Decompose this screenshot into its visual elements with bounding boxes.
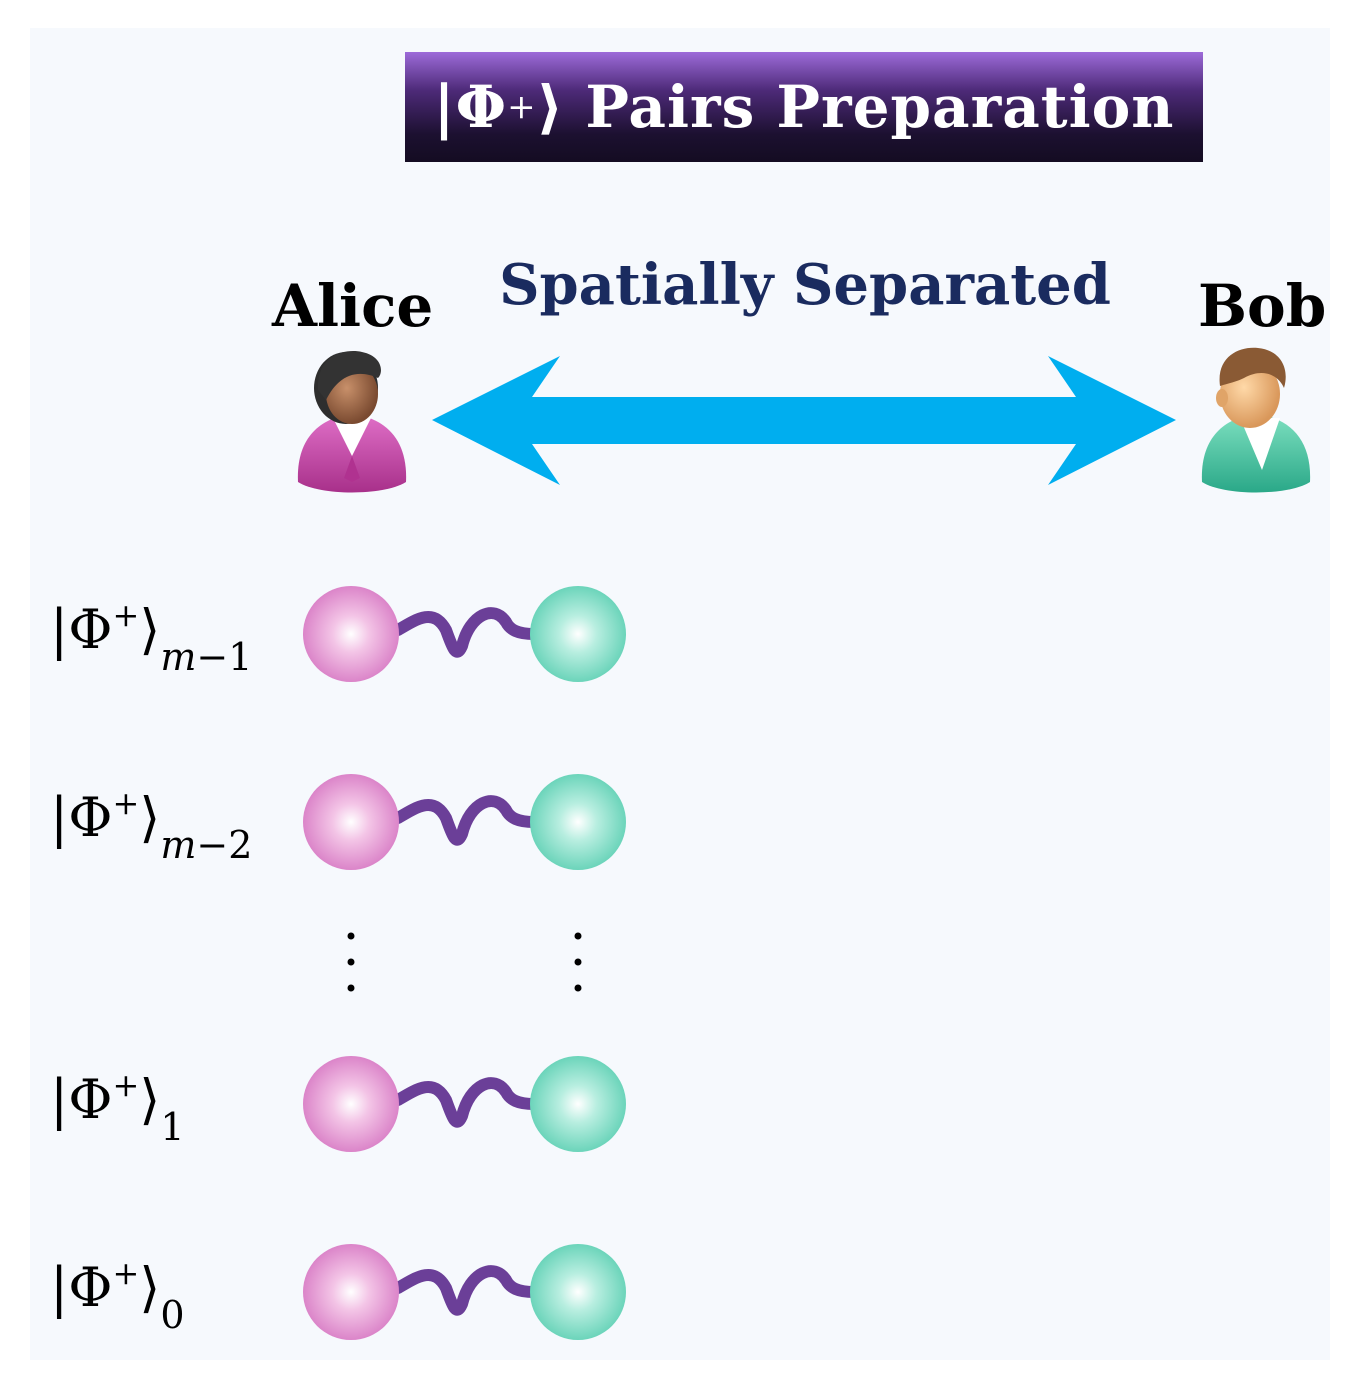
alice-label: Alice	[272, 272, 434, 340]
pair-label: |Φ+⟩1	[50, 1066, 185, 1149]
alice-qubit	[303, 1056, 399, 1152]
alice-qubit	[303, 1244, 399, 1340]
pair-label: |Φ+⟩m−1	[50, 596, 253, 679]
alice-qubit	[303, 586, 399, 682]
bell-pair	[303, 1244, 626, 1340]
female-user-icon	[297, 351, 407, 493]
bell-pair	[303, 1056, 626, 1152]
bob-qubit	[530, 774, 626, 870]
entanglement-link	[392, 607, 540, 658]
background-panel	[30, 28, 1330, 1360]
vertical-ellipsis	[347, 932, 582, 992]
separation-label: Spatially Separated	[499, 252, 1111, 318]
bell-pair	[303, 586, 626, 682]
title-text: Pairs Preparation	[585, 73, 1175, 141]
title-banner: |Φ+⟩ Pairs Preparation	[405, 52, 1203, 162]
pair-label: |Φ+⟩0	[50, 1254, 185, 1337]
bell-pair	[303, 774, 626, 870]
alice-qubit	[303, 774, 399, 870]
title-ket-open: |Φ	[433, 73, 508, 141]
double-arrow	[432, 356, 1176, 485]
bob-qubit	[530, 1056, 626, 1152]
entanglement-link	[392, 1265, 540, 1316]
pair-label: |Φ+⟩m−2	[50, 784, 253, 867]
title-plus: +	[507, 87, 537, 127]
bob-qubit	[530, 586, 626, 682]
entanglement-link	[392, 1077, 540, 1128]
male-user-icon	[1201, 347, 1311, 493]
entanglement-link	[392, 795, 540, 846]
title-ket-close: ⟩	[536, 73, 565, 141]
bob-qubit	[530, 1244, 626, 1340]
bob-label: Bob	[1198, 272, 1327, 340]
